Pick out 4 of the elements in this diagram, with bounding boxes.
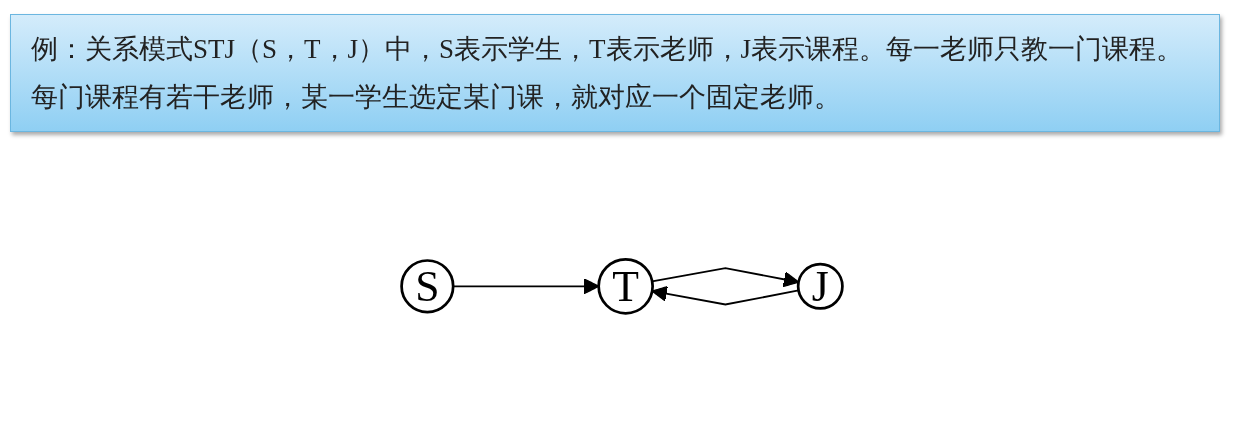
node-circle: S	[400, 258, 455, 314]
node-circle: T	[597, 257, 654, 315]
node-circle: J	[796, 262, 844, 310]
title-banner: 例：关系模式STJ（S，T，J）中，S表示学生，T表示老师，J表示课程。每一老师只教一门课程。每门课程有若干老师，某一学生选定某门课，就对应一个固定老师。	[10, 14, 1220, 132]
